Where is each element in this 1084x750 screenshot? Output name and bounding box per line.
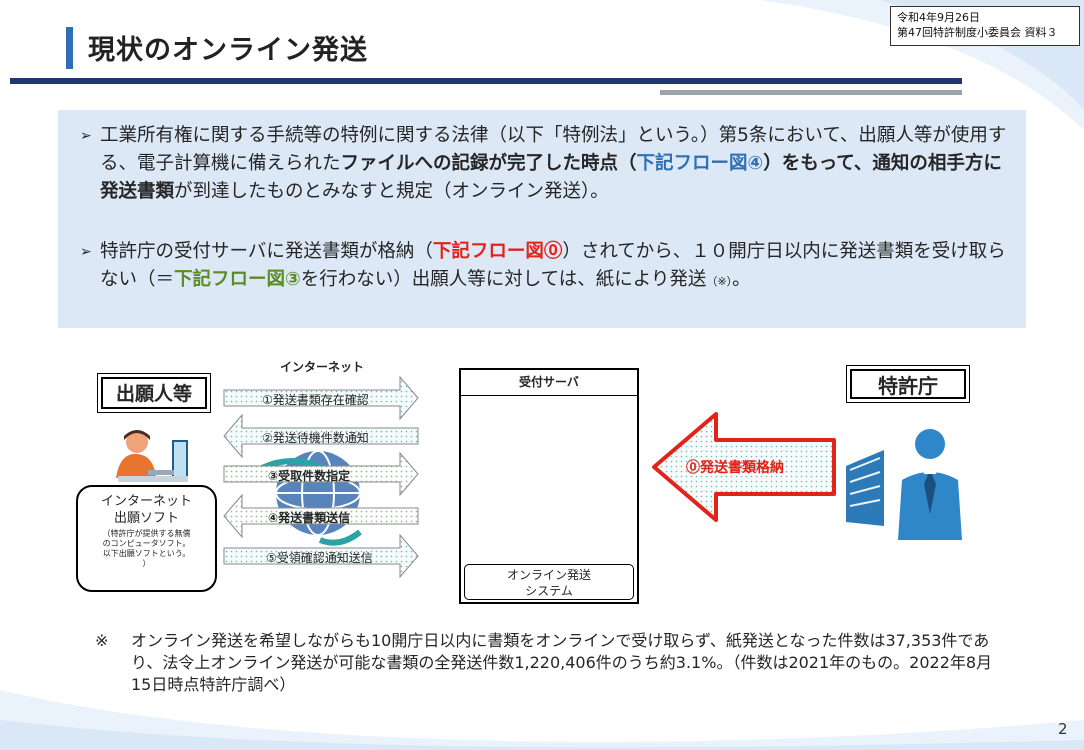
header-rule bbox=[10, 78, 962, 84]
arrow-2-label: ②発送待機件数通知 bbox=[262, 431, 369, 445]
arrow-4-left bbox=[223, 493, 419, 539]
b2-text-1: 特許庁の受付サーバに発送書類が格納（ bbox=[100, 241, 433, 262]
arrow-3-right bbox=[223, 451, 419, 497]
software-note-1: （特許庁が提供する無償 bbox=[102, 529, 191, 538]
meta-committee: 第47回特許制度小委員会 資料３ bbox=[897, 26, 1058, 39]
bullet-1-text: 工業所有権に関する手続等の特例に関する法律（以下「特例法」という。）第5条におい… bbox=[100, 122, 1020, 206]
arrow-4-label: ④発送書類送信 bbox=[268, 511, 351, 525]
bullet-marker: ➢ bbox=[80, 128, 92, 144]
software-note-4: ） bbox=[142, 559, 151, 568]
b2-text-3: を行わない）出願人等に対しては、紙により発送 bbox=[300, 269, 707, 290]
jpo-staff-icon bbox=[898, 429, 962, 540]
software-line-1: インターネット bbox=[100, 494, 192, 509]
b1-text-2: が到達したものとみなすと規定（オンライン発送）。 bbox=[174, 181, 609, 202]
document-meta-box: 令和4年9月26日 第47回特許制度小委員会 資料３ bbox=[890, 6, 1080, 46]
header-subrule bbox=[660, 90, 962, 95]
bullet-1: ➢ 工業所有権に関する手続等の特例に関する法律（以下「特例法」という。）第5条に… bbox=[80, 122, 1020, 234]
software-note-2: のコンピュータソフト。 bbox=[102, 539, 191, 548]
b2-end: 。 bbox=[732, 269, 751, 290]
b1-text-1: 工業所有権に関する手続等の特例に関する法律（以下「特例法」という。）第5条におい… bbox=[100, 125, 1007, 174]
bullet-2-text: 特許庁の受付サーバに発送書類が格納（下記フロー図⓪）されてから、１０開庁日以内に… bbox=[100, 238, 1020, 296]
reception-server-box: 受付サーバ オンライン発送 システム bbox=[459, 368, 639, 604]
b2-note-mark: （※） bbox=[706, 275, 733, 288]
summary-panel: ➢ 工業所有権に関する手続等の特例に関する法律（以下「特例法」という。）第5条に… bbox=[58, 110, 1026, 328]
b1-bold-1: ファイルへの記録が完了した時点（ bbox=[340, 153, 637, 174]
software-note-3: 以下出願ソフトという。 bbox=[102, 549, 191, 558]
footnote-text: オンライン発送を希望しながらも10開庁日以内に書類をオンラインで受け取らず、紙発… bbox=[131, 631, 993, 694]
page-number: 2 bbox=[1058, 720, 1068, 738]
footnote-mark: ※ bbox=[95, 631, 109, 650]
bullet-2: ➢ 特許庁の受付サーバに発送書類が格納（下記フロー図⓪）されてから、１０開庁日以… bbox=[80, 238, 1020, 328]
b1-bold-2: ）をもって、通知の相手方に発送書類 bbox=[100, 153, 1002, 202]
globe-icon bbox=[260, 450, 362, 546]
title-accent-bar bbox=[66, 27, 73, 69]
bullet-marker: ➢ bbox=[80, 244, 92, 260]
jpo-label: 特許庁 bbox=[878, 374, 938, 398]
server-title: 受付サーバ bbox=[461, 370, 637, 396]
software-line-2: 出願ソフト bbox=[113, 511, 179, 526]
meta-date: 令和4年9月26日 bbox=[897, 11, 980, 24]
store-arrow bbox=[652, 412, 836, 522]
b2-flow-ref-3: 下記フロー図③ bbox=[174, 269, 301, 290]
system-line-2: システム bbox=[525, 584, 573, 598]
arrow-5-label: ⑤受領確認通知送信 bbox=[266, 551, 373, 565]
filing-software-box: インターネット 出願ソフト （特許庁が提供する無償 のコンピュータソフト。 以下… bbox=[76, 485, 217, 592]
applicant-person-icon bbox=[116, 430, 188, 482]
arrow-3-label: ③受取件数指定 bbox=[268, 469, 351, 483]
b2-flow-ref-0: 下記フロー図⓪ bbox=[432, 241, 563, 262]
applicant-label: 出願人等 bbox=[115, 383, 192, 405]
jpo-label-box: 特許庁 bbox=[846, 365, 970, 403]
store-label: ⓪発送書類格納 bbox=[686, 460, 784, 476]
arrow-2-left bbox=[223, 413, 419, 459]
jpo-building-icon bbox=[846, 450, 884, 526]
arrow-1-label: ①発送書類存在確認 bbox=[262, 393, 369, 407]
internet-label: インターネット bbox=[279, 360, 364, 374]
system-line-1: オンライン発送 bbox=[506, 568, 591, 582]
b1-flow-ref: 下記フロー図④ bbox=[636, 153, 764, 174]
b2-text-2: ）されてから、１０開庁日以内に発送書類を受け取らない（＝ bbox=[100, 241, 1006, 290]
applicant-label-box: 出願人等 bbox=[97, 373, 211, 413]
arrow-1-right bbox=[223, 375, 419, 421]
page-title: 現状のオンライン発送 bbox=[88, 35, 368, 66]
arrow-5-right bbox=[223, 533, 419, 579]
online-dispatch-system: オンライン発送 システム bbox=[464, 564, 634, 600]
